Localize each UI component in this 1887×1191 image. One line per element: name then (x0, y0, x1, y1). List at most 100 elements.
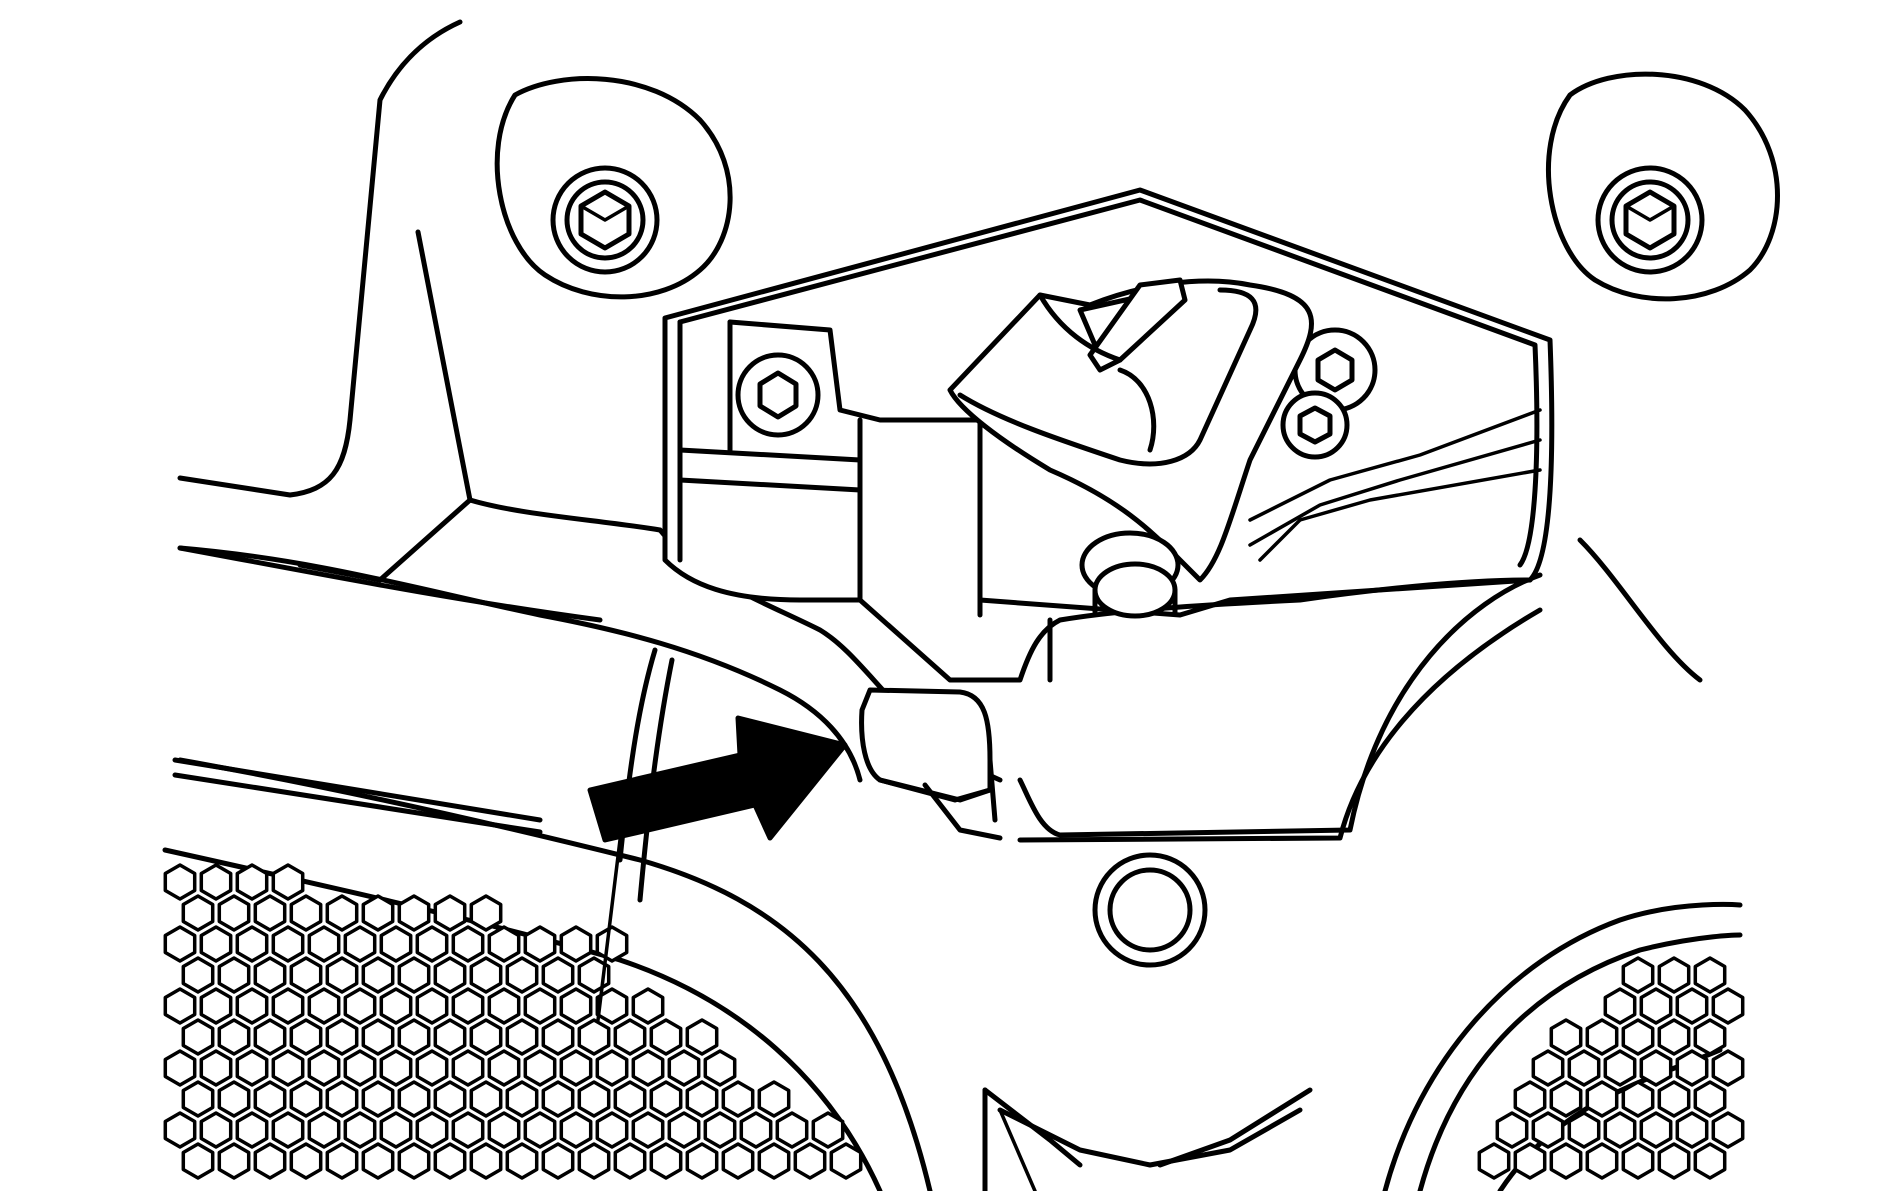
grille-hole (379, 925, 413, 963)
grille-hole (1711, 1049, 1745, 1087)
grille-hole (793, 1142, 827, 1180)
grille-hole (379, 1049, 413, 1087)
grille-hole (541, 1080, 575, 1118)
grille-hole (415, 987, 449, 1025)
grille-hole (541, 1018, 575, 1056)
grille-hole (1639, 1111, 1673, 1149)
grille-hole (1621, 956, 1655, 994)
grille-hole (1549, 1080, 1583, 1118)
grille-hole (397, 1018, 431, 1056)
grille-hole (235, 987, 269, 1025)
grille-hole (217, 956, 251, 994)
grille-hole (163, 925, 197, 963)
right-bumper-stop (1546, 71, 1780, 302)
grille-hole (289, 956, 323, 994)
grille-hole (379, 1111, 413, 1149)
grille-hole (217, 1142, 251, 1180)
grille-hole (1621, 1018, 1655, 1056)
grille-hole (163, 987, 197, 1025)
grille-hole (235, 1049, 269, 1087)
grille-hole (487, 1049, 521, 1087)
grille-hole (199, 1111, 233, 1149)
grille-hole (361, 894, 395, 932)
grille-hole (1603, 1111, 1637, 1149)
grille-hole (253, 956, 287, 994)
right-grille-holes (1477, 956, 1745, 1180)
grille-hole (595, 1111, 629, 1149)
grille-hole (1657, 1142, 1691, 1180)
grille-hole (433, 1080, 467, 1118)
grille-hole (469, 894, 503, 932)
grille-hole (559, 925, 593, 963)
grille-hole (505, 1018, 539, 1056)
grille-hole (1657, 1080, 1691, 1118)
grille-hole (667, 1111, 701, 1149)
grille-hole (469, 956, 503, 994)
grille-hole (559, 1049, 593, 1087)
grille-hole (163, 1049, 197, 1087)
grille-hole (271, 1049, 305, 1087)
grille-hole (613, 1018, 647, 1056)
grille-hole (271, 925, 305, 963)
grille-hole (1675, 987, 1709, 1025)
grille-hole (505, 1080, 539, 1118)
grille-hole (1657, 1018, 1691, 1056)
release-tab (859, 687, 1003, 841)
grille-hole (217, 1080, 251, 1118)
grille-hole (1675, 1111, 1709, 1149)
grille-hole (325, 956, 359, 994)
grille-hole (217, 894, 251, 932)
grille-hole (649, 1080, 683, 1118)
grille-hole (505, 956, 539, 994)
grille-hole (415, 925, 449, 963)
grille-hole (523, 1049, 557, 1087)
grille-hole (361, 1018, 395, 1056)
upper-body-panel (177, 19, 863, 783)
grille-hole (523, 925, 557, 963)
grille-hole (631, 1049, 665, 1087)
grille-hole (253, 1018, 287, 1056)
grille-hole (523, 987, 557, 1025)
grille-hole (1693, 956, 1727, 994)
grille-hole (289, 1142, 323, 1180)
grille-hole (307, 987, 341, 1025)
grille-hole (1549, 1142, 1583, 1180)
grille-hole (235, 863, 269, 901)
grille-hole (1603, 987, 1637, 1025)
center-emblem (982, 852, 1313, 1191)
grille-hole (613, 1080, 647, 1118)
release-plunger (1079, 530, 1181, 619)
grille-hole (487, 987, 521, 1025)
grille-hole (1585, 1018, 1619, 1056)
grille-hole (1567, 1049, 1601, 1087)
grille-hole (199, 1049, 233, 1087)
grille-hole (1513, 1080, 1547, 1118)
grille-hole (487, 1111, 521, 1149)
grille-hole (271, 863, 305, 901)
grille-hole (469, 1080, 503, 1118)
grille-hole (451, 987, 485, 1025)
grille-hole (397, 956, 431, 994)
grille-hole (757, 1080, 791, 1118)
grille-hole (433, 1018, 467, 1056)
grille-hole (1513, 1142, 1547, 1180)
grille-hole (415, 1049, 449, 1087)
grille-hole (1693, 1080, 1727, 1118)
grille-hole (685, 1080, 719, 1118)
grille-hole (1549, 1018, 1583, 1056)
grille-hole (595, 925, 629, 963)
grille-hole (163, 1111, 197, 1149)
grille-hole (1585, 1080, 1619, 1118)
grille-hole (289, 894, 323, 932)
grille-hole (181, 894, 215, 932)
grille-hole (631, 987, 665, 1025)
grille-hole (271, 1111, 305, 1149)
grille-hole (577, 1018, 611, 1056)
grille-hole (1621, 1080, 1655, 1118)
grille-hole (235, 925, 269, 963)
grille-hole (739, 1111, 773, 1149)
grille-hole (253, 1080, 287, 1118)
leader-lines (596, 838, 622, 1022)
grille-hole (325, 894, 359, 932)
